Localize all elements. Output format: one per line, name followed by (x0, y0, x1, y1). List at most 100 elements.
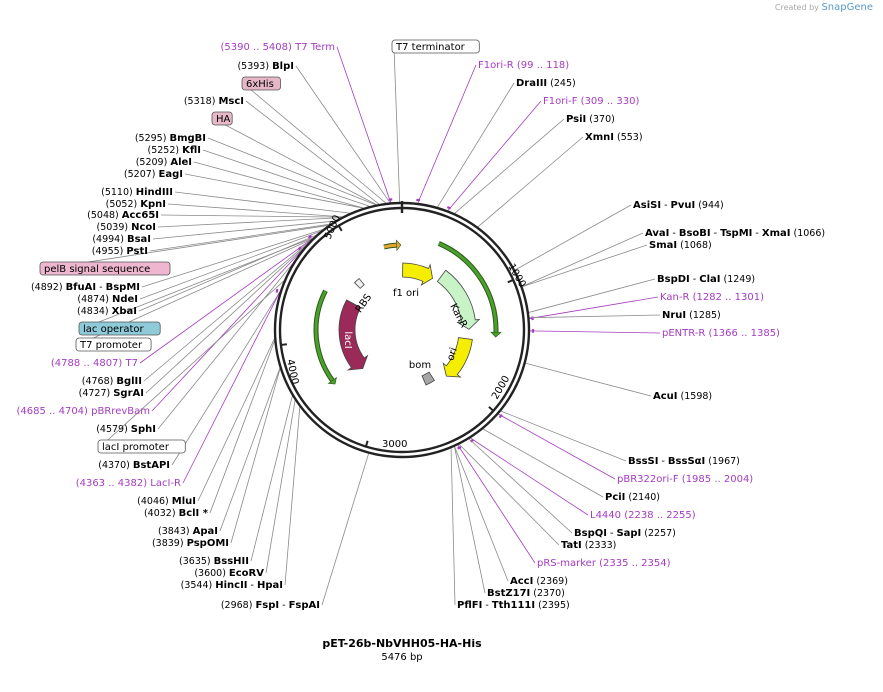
leader-line-mlui (197, 338, 275, 502)
enzyme-label-ecorv[interactable]: (3600) EcoRV (194, 568, 264, 579)
feature-tag-6xhis[interactable]: 6xHis (241, 76, 281, 91)
enzyme-label-msci[interactable]: (5318) MscI (184, 96, 244, 107)
primer-label-pbrrevbam[interactable]: (4685 .. 4704) pBRrevBam (17, 406, 150, 417)
enzyme-label-bsshii[interactable]: (3635) BssHII (179, 556, 249, 567)
feature-laci-arrow[interactable] (338, 299, 369, 371)
feature-bom-arrow[interactable] (421, 371, 436, 386)
primer-label-laci-r[interactable]: (4363 .. 4382) LacI-R (76, 478, 181, 489)
enzyme-label-bstz17i[interactable]: BstZ17I (2370) (487, 588, 565, 599)
enzyme-label-bstapi[interactable]: (4370) BstAPI (98, 460, 170, 471)
enzyme-label-acc65i[interactable]: (5048) Acc65I (87, 210, 159, 221)
primer-site-pbr322ori-f (498, 414, 503, 419)
primer-label-f1ori-r[interactable]: F1ori-R (99 .. 118) (478, 60, 569, 71)
enzyme-label-bsssi-bsss-i[interactable]: BssSI - BssSαI (1967) (628, 456, 740, 467)
enzyme-label-avai-bsobi-tspmi-xmai[interactable]: AvaI - BsoBI - TspMI - XmaI (1066) (645, 228, 825, 239)
feature-f1-ori-arrow[interactable] (402, 262, 433, 286)
primer-label-t7[interactable]: (4788 .. 4807) T7 (51, 358, 138, 369)
enzyme-label-bfuai-bspmi[interactable]: (4892) BfuAI - BspMI (31, 282, 140, 293)
feature-tag-pelb-signal-sequence[interactable]: pelB signal sequence (39, 261, 171, 276)
leader-line-bspdi-clai (528, 278, 656, 313)
primer-label-f1ori-f[interactable]: F1ori-F (309 .. 330) (543, 96, 639, 107)
leader-line-laci-promoter (99, 280, 285, 448)
feature-tag-box-lac-operator (78, 321, 161, 336)
enzyme-label-tati[interactable]: TatI (2333) (561, 540, 616, 551)
enzyme-label-fspi-fspai[interactable]: (2968) FspI - FspAI (221, 600, 320, 611)
feature-ori-arrow[interactable] (442, 337, 473, 378)
leader-line-alei (193, 161, 364, 209)
feature-tag-box-pelb-signal-sequence (39, 261, 171, 276)
enzyme-label-pcii[interactable]: PciI (2140) (605, 492, 660, 503)
primer-label-pbr322ori-f[interactable]: pBR322ori-F (1985 .. 2004) (617, 474, 753, 485)
feature-tag-box-ha (211, 111, 233, 126)
enzyme-label-alei[interactable]: (5209) AleI (136, 157, 192, 168)
enzyme-label-psti[interactable]: (4955) PstI (92, 246, 148, 257)
leader-line-prs-marker (457, 444, 536, 564)
enzyme-label-eagi[interactable]: (5207) EagI (124, 169, 183, 180)
leader-line-eagi (184, 173, 364, 209)
leader-line-acc65i (160, 214, 342, 218)
enzyme-label-hindiii[interactable]: (5110) HindIII (101, 187, 173, 198)
enzyme-label-acci[interactable]: AccI (2369) (510, 576, 568, 587)
enzyme-label-pflfi-tth111i[interactable]: PflFI - Tth111I (2395) (457, 600, 570, 611)
primer-label-prs-marker[interactable]: pRS-marker (2335 .. 2354) (537, 558, 671, 569)
leader-line-avai-bsobi-tspmi-xmai (522, 232, 644, 287)
leader-line-ha (213, 118, 377, 205)
feature-tag-ha[interactable]: HA (211, 111, 233, 126)
enzyme-label-apai[interactable]: (3843) ApaI (158, 526, 218, 537)
leader-line-xmni (477, 136, 584, 228)
enzyme-label-mlui[interactable]: (4046) MluI (137, 496, 196, 507)
primer-site-laci-r (275, 288, 279, 293)
feature-tag-text-t7-terminator: T7 terminator (395, 42, 466, 53)
enzyme-label-bspqi-sapi[interactable]: BspQI - SapI (2257) (574, 528, 676, 539)
enzyme-label-bsai[interactable]: (4994) BsaI (92, 234, 151, 245)
feature-tag-lac-operator[interactable]: lac operator (78, 321, 161, 336)
enzyme-label-smai[interactable]: SmaI (1068) (649, 240, 712, 251)
leader-line-t7 (139, 238, 313, 364)
primer-label-t7-term[interactable]: (5390 .. 5408) T7 Term (221, 42, 336, 53)
enzyme-label-blpi[interactable]: (5393) BlpI (237, 61, 294, 72)
primer-label-l4440[interactable]: L4440 (2238 .. 2255) (590, 510, 696, 521)
enzyme-label-bglii[interactable]: (4768) BglII (82, 376, 142, 387)
enzyme-label-sgrai[interactable]: (4727) SgrAI (79, 388, 144, 399)
feature-tag-laci-promoter[interactable]: lacI promoter (97, 439, 186, 454)
enzyme-label-xmni[interactable]: XmnI (553) (585, 132, 643, 143)
leader-line-nrui (529, 314, 661, 319)
enzyme-label-asisi-pvui[interactable]: AsiSI - PvuI (944) (633, 200, 724, 211)
primer-label-kan-r[interactable]: Kan-R (1282 .. 1301) (660, 292, 764, 303)
leader-line-bsssi-bsss-i (500, 410, 627, 462)
feature-tag-t7-promoter[interactable]: T7 promoter (75, 337, 152, 352)
enzyme-label-bcli[interactable]: (4032) BclI * (144, 508, 209, 519)
feature-kanr-arrow[interactable] (436, 269, 481, 330)
leader-line-fspi-fspai (321, 453, 369, 606)
enzyme-label-pspomi[interactable]: (3839) PspOMI (152, 538, 229, 549)
feature-f1-ori-label: f1 ori (393, 288, 419, 299)
tick-mark-2000 (488, 406, 495, 412)
feature-tag-t7-terminator[interactable]: T7 terminator (391, 39, 480, 54)
enzyme-label-acui[interactable]: AcuI (1598) (653, 391, 712, 402)
enzyme-label-sphi[interactable]: (4579) SphI (96, 424, 156, 435)
enzyme-label-bmgbi[interactable]: (5295) BmgBI (135, 133, 206, 144)
feature-tag-text-t7-promoter: T7 promoter (79, 340, 143, 351)
enzyme-label-ndei[interactable]: (4874) NdeI (77, 294, 138, 305)
leader-line-acui (525, 362, 652, 397)
enzyme-label-draiii[interactable]: DraIII (245) (516, 78, 576, 89)
enzyme-label-xbai[interactable]: (4834) XbaI (77, 306, 137, 317)
enzyme-label-ncoi[interactable]: (5039) NcoI (97, 222, 157, 233)
feature-bom-label: bom (409, 360, 431, 371)
enzyme-label-hincii-hpai[interactable]: (3544) HincII - HpaI (181, 580, 283, 591)
feature-rbs-label: RBS (354, 292, 374, 315)
feature-tag-box-t7-terminator (391, 39, 480, 54)
enzyme-label-kfli[interactable]: (5252) KflI (148, 145, 202, 156)
enzyme-label-bspdi-clai[interactable]: BspDI - ClaI (1249) (657, 274, 755, 285)
enzyme-label-kpni[interactable]: (5052) KpnI (106, 199, 166, 210)
feature-tag-text-laci-promoter: lacI promoter (102, 442, 170, 453)
primer-site-f1ori-f (446, 206, 452, 210)
inner-arrows (313, 239, 502, 385)
enzyme-label-nrui[interactable]: NruI (1285) (662, 310, 721, 321)
leader-line-hincii-hpai (284, 407, 301, 586)
enzyme-label-psii[interactable]: PsiI (370) (566, 114, 615, 125)
feature-tag-box-6xhis (241, 76, 281, 91)
feature-laci-label: lacI (342, 331, 353, 348)
feature-rbs-arrow[interactable] (353, 277, 365, 289)
primer-label-pentr-r[interactable]: pENTR-R (1366 .. 1385) (662, 328, 780, 339)
